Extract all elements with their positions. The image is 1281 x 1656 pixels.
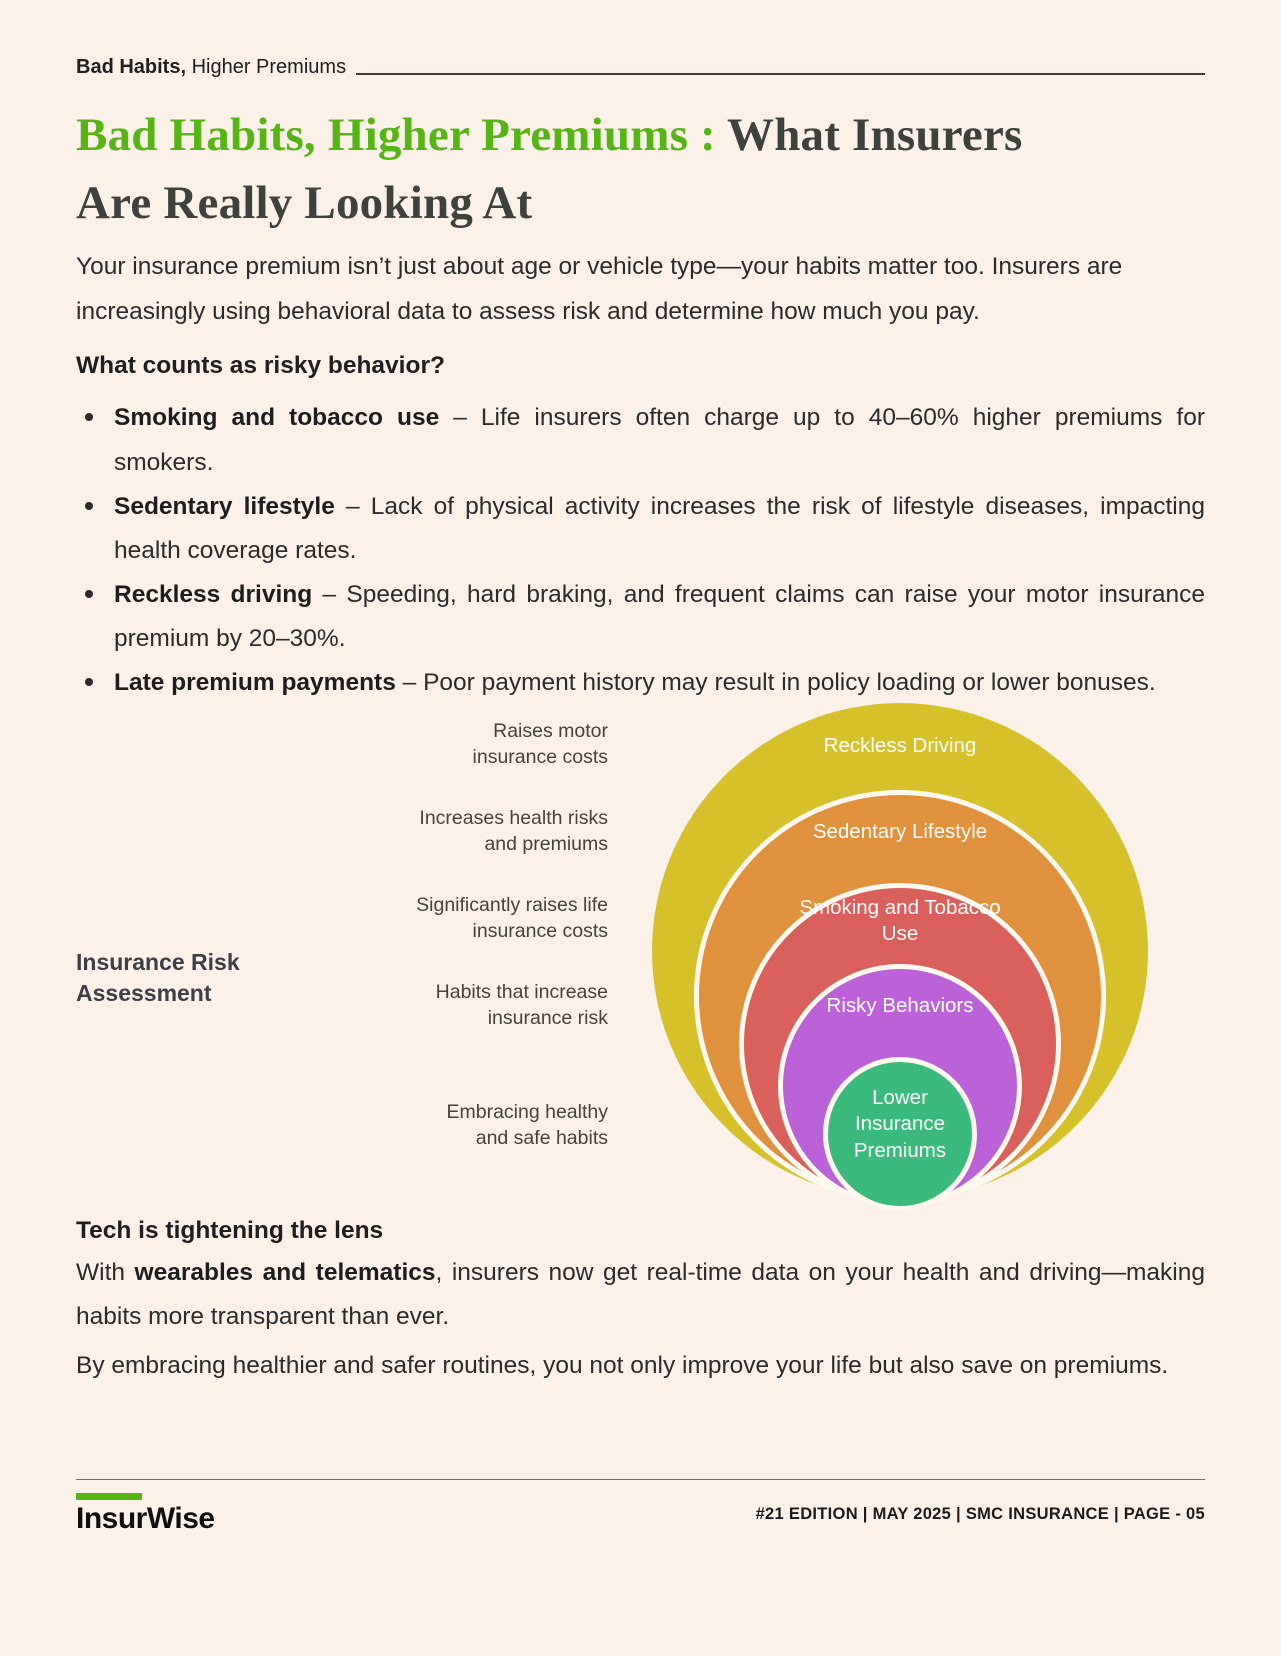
ring-lower-premiums — [823, 1057, 977, 1212]
ring-label-sedentary-lifestyle: Sedentary Lifestyle — [812, 820, 988, 844]
risky-behavior-heading: What counts as risky behavior? — [76, 352, 445, 380]
intro-paragraph: Your insurance premium isn’t just about … — [76, 253, 1123, 325]
tech-paragraph-1: With wearables and telematics, insurers … — [76, 1251, 1205, 1338]
list-item-text: – Life insurers often charge up to 40–60… — [114, 404, 1205, 476]
ring-label-smoking-tobacco: Smoking and Tobacco Use — [799, 896, 1001, 946]
diagram-title: Insurance Risk Assessment — [76, 949, 240, 1007]
logo-accent-bar — [76, 1493, 142, 1500]
page-footer: InsurWise #21 EDITION | MAY 2025 | SMC I… — [76, 1479, 1205, 1536]
logo-text: InsurWise — [76, 1502, 215, 1535]
list-item-lead: Late premium payments — [114, 669, 396, 696]
list-item-text: – Poor payment history may result in pol… — [395, 669, 1156, 696]
running-header-bold: Bad Habits, — [76, 56, 187, 78]
list-item-smoking: Smoking and tobacco use – Life insurers … — [76, 396, 1205, 484]
insurwise-logo: InsurWise — [76, 1493, 215, 1536]
list-item-text: – Speeding, hard braking, and frequent c… — [114, 580, 1205, 652]
ring-label-lower-premiums: Lower Insurance Premiums — [853, 1086, 947, 1162]
list-item-lead: Sedentary lifestyle — [114, 492, 335, 520]
list-item-text: – Lack of physical activity increases th… — [114, 492, 1205, 564]
edition-info: #21 EDITION | MAY 2025 | SMC INSURANCE |… — [755, 1505, 1205, 1523]
list-item-late-payments: Late premium payments – Poor payment his… — [76, 661, 1205, 705]
annotation-health-risks: Increases health risks and premiums — [419, 807, 608, 856]
running-header-rest: Higher Premiums — [186, 56, 347, 78]
tech-p1-bold: wearables and telematics — [134, 1259, 436, 1287]
running-header-text: Bad Habits, Higher Premiums — [76, 56, 346, 79]
tech-paragraph-2: By embracing healthier and safer routine… — [76, 1352, 1169, 1380]
tech-p1-pre: With — [76, 1259, 135, 1287]
ring-label-risky-behaviors: Risky Behaviors — [826, 994, 974, 1018]
list-item-sedentary: Sedentary lifestyle – Lack of physical a… — [76, 485, 1205, 573]
risk-onion-diagram: Reckless Driving Sedentary Lifestyle Smo… — [76, 695, 1205, 1212]
annotation-insurance-risk: Habits that increase insurance risk — [435, 981, 608, 1030]
page-title-rest: What Insurers Are Really Looking At — [76, 109, 1023, 230]
tech-heading: Tech is tightening the lens — [76, 1217, 384, 1245]
annotation-healthy-habits: Embracing healthy and safe habits — [446, 1101, 608, 1150]
tech-p1-post: , insurers now get real-time data on you… — [76, 1259, 1205, 1330]
annotation-motor-costs: Raises motor insurance costs — [472, 720, 608, 769]
page-title: Bad Habits, Higher Premiums : What Insur… — [76, 101, 1086, 237]
annotation-life-costs: Significantly raises life insurance cost… — [416, 894, 608, 943]
risky-behavior-list: Smoking and tobacco use – Life insurers … — [76, 396, 1205, 705]
ring-label-reckless-driving: Reckless Driving — [823, 734, 977, 758]
list-item-lead: Smoking and tobacco use — [114, 404, 440, 432]
page-title-highlight: Bad Habits, Higher Premiums : — [76, 109, 727, 161]
header-rule — [356, 73, 1205, 75]
list-item-reckless: Reckless driving – Speeding, hard brakin… — [76, 573, 1205, 661]
list-item-lead: Reckless driving — [114, 580, 313, 608]
running-header: Bad Habits, Higher Premiums — [76, 56, 1205, 79]
